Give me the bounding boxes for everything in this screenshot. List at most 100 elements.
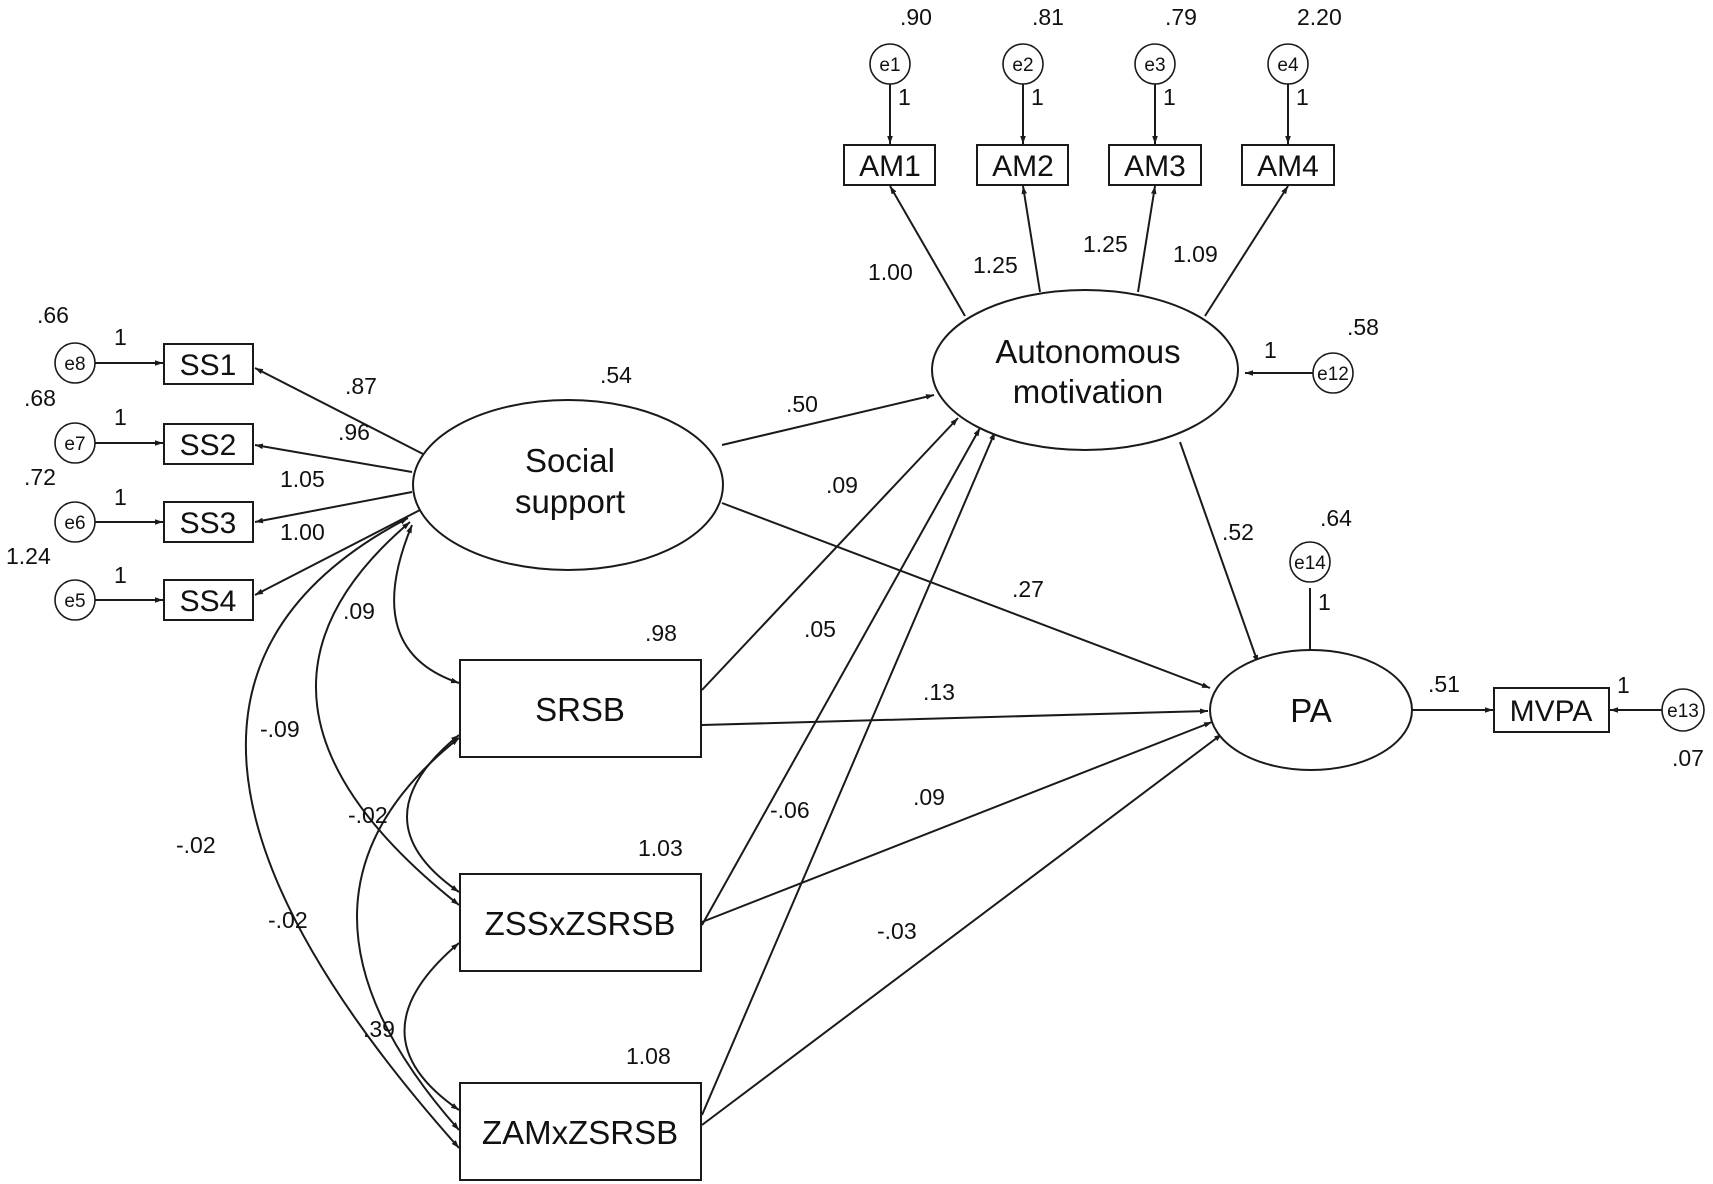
cov-social-zam xyxy=(244,517,460,1149)
edge-auto-am1 xyxy=(889,185,966,317)
fixed-e4: 1 xyxy=(1296,84,1309,110)
cov-srsb-zss xyxy=(406,734,460,893)
error-label-e14: e14 xyxy=(1294,553,1326,574)
error-node-e13: e13 xyxy=(1661,688,1705,732)
cov-social-srsb xyxy=(393,524,460,684)
fixed-e12: 1 xyxy=(1264,337,1277,363)
variance-e3: .79 xyxy=(1165,4,1197,30)
path-srsb-auto: .09 xyxy=(826,472,858,498)
error-node-e4: e4 xyxy=(1267,43,1309,85)
fixed-e2: 1 xyxy=(1031,84,1044,110)
edge-auto-am2 xyxy=(1021,185,1041,293)
error-node-e2: e2 xyxy=(1002,43,1044,85)
indicator-label-ss3: SS3 xyxy=(180,507,237,540)
indicator-label-ss2: SS2 xyxy=(180,429,237,462)
loading-mvpa: .51 xyxy=(1428,671,1460,697)
variance-social: .54 xyxy=(600,362,632,388)
variance-e8: .66 xyxy=(37,302,69,328)
fixed-e1: 1 xyxy=(898,84,911,110)
error-label-e1: e1 xyxy=(879,55,900,76)
cov-srsb-zam xyxy=(356,737,460,1131)
error-label-e3: e3 xyxy=(1144,55,1165,76)
edge-srsb-auto xyxy=(701,417,959,691)
variance-zss: 1.03 xyxy=(638,835,683,861)
loading-ss1: .87 xyxy=(345,373,377,399)
cov-label-srsb-zam: -.02 xyxy=(268,907,308,933)
edge-auto-am3 xyxy=(1137,185,1157,293)
path-srsb-pa: .13 xyxy=(923,679,955,705)
cov-label-zss-zam: .39 xyxy=(363,1016,395,1042)
observed-zssxzsrsb: ZSSxZSRSB xyxy=(459,873,702,972)
indicator-mvpa: MVPA xyxy=(1493,687,1610,733)
latent-label-social: Social xyxy=(525,442,615,479)
indicator-label-am1: AM1 xyxy=(859,150,921,183)
variance-e6: .72 xyxy=(24,464,56,490)
edge-social-pa xyxy=(721,502,1211,689)
variance-e1: .90 xyxy=(900,4,932,30)
latent-label-pa: PA xyxy=(1290,692,1332,729)
edge-zss-pa xyxy=(701,721,1213,923)
edge-social-auto xyxy=(721,394,935,446)
edge-srsb-pa xyxy=(701,708,1209,726)
fixed-e3: 1 xyxy=(1163,84,1176,110)
fixed-e5: 1 xyxy=(114,562,127,588)
observed-zamxzsrsb: ZAMxZSRSB xyxy=(459,1082,702,1181)
loading-ss4: 1.00 xyxy=(280,519,325,545)
path-auto-pa: .52 xyxy=(1222,519,1254,545)
fixed-e6: 1 xyxy=(114,484,127,510)
error-node-e7: e7 xyxy=(54,422,96,464)
indicator-ss1: SS1 xyxy=(163,343,254,385)
error-label-e4: e4 xyxy=(1277,55,1299,76)
variance-e12: .58 xyxy=(1347,314,1379,340)
latent-label-motivation: motivation xyxy=(1013,373,1163,410)
error-node-e3: e3 xyxy=(1134,43,1176,85)
variance-zam: 1.08 xyxy=(626,1043,671,1069)
error-label-e13: e13 xyxy=(1667,701,1699,722)
edge-zam-pa xyxy=(701,733,1223,1126)
latent-autonomous-motivation: Autonomous motivation xyxy=(931,289,1239,451)
edge-social-ss1 xyxy=(254,367,426,456)
error-node-e1: e1 xyxy=(869,43,911,85)
error-label-e12: e12 xyxy=(1317,364,1349,385)
edge-social-ss2 xyxy=(254,443,413,473)
error-label-e5: e5 xyxy=(64,591,85,612)
latent-label-support: support xyxy=(515,483,625,520)
error-node-e5: e5 xyxy=(54,579,96,621)
indicator-label-am4: AM4 xyxy=(1257,150,1319,183)
edge-auto-am4 xyxy=(1204,185,1289,317)
variance-srsb: .98 xyxy=(645,620,677,646)
indicator-label-am3: AM3 xyxy=(1124,150,1186,183)
variance-e5: 1.24 xyxy=(6,543,51,569)
variance-e7: .68 xyxy=(24,385,56,411)
error-label-e2: e2 xyxy=(1012,55,1033,76)
path-social-pa: .27 xyxy=(1012,576,1044,602)
indicator-am3: AM3 xyxy=(1108,144,1202,186)
cov-label-social-zam: -.02 xyxy=(176,832,216,858)
edge-zss-auto xyxy=(701,427,981,926)
cov-zss-zam xyxy=(403,942,460,1111)
path-zss-auto: .05 xyxy=(804,616,836,642)
error-node-e8: e8 xyxy=(54,342,96,384)
variance-e2: .81 xyxy=(1032,4,1064,30)
loading-am2: 1.25 xyxy=(973,252,1018,278)
error-node-e6: e6 xyxy=(54,501,96,543)
error-node-e12: e12 xyxy=(1312,352,1354,394)
indicator-label-ss4: SS4 xyxy=(180,585,237,618)
fixed-e7: 1 xyxy=(114,404,127,430)
edge-social-ss4 xyxy=(254,509,421,596)
indicator-ss3: SS3 xyxy=(163,501,254,543)
indicator-ss2: SS2 xyxy=(163,423,254,465)
cov-social-zss xyxy=(315,521,460,906)
loading-am1: 1.00 xyxy=(868,259,913,285)
latent-social-support: Social support xyxy=(412,399,724,571)
path-zam-auto: -.06 xyxy=(770,797,810,823)
loading-ss3: 1.05 xyxy=(280,466,325,492)
loading-am4: 1.09 xyxy=(1173,241,1218,267)
indicator-am1: AM1 xyxy=(843,144,936,186)
cov-label-social-srsb: .09 xyxy=(343,598,375,624)
path-zss-pa: .09 xyxy=(913,784,945,810)
edge-auto-pa xyxy=(1179,441,1259,664)
edge-social-ss3 xyxy=(254,491,413,524)
latent-label-autonomous: Autonomous xyxy=(995,333,1180,370)
